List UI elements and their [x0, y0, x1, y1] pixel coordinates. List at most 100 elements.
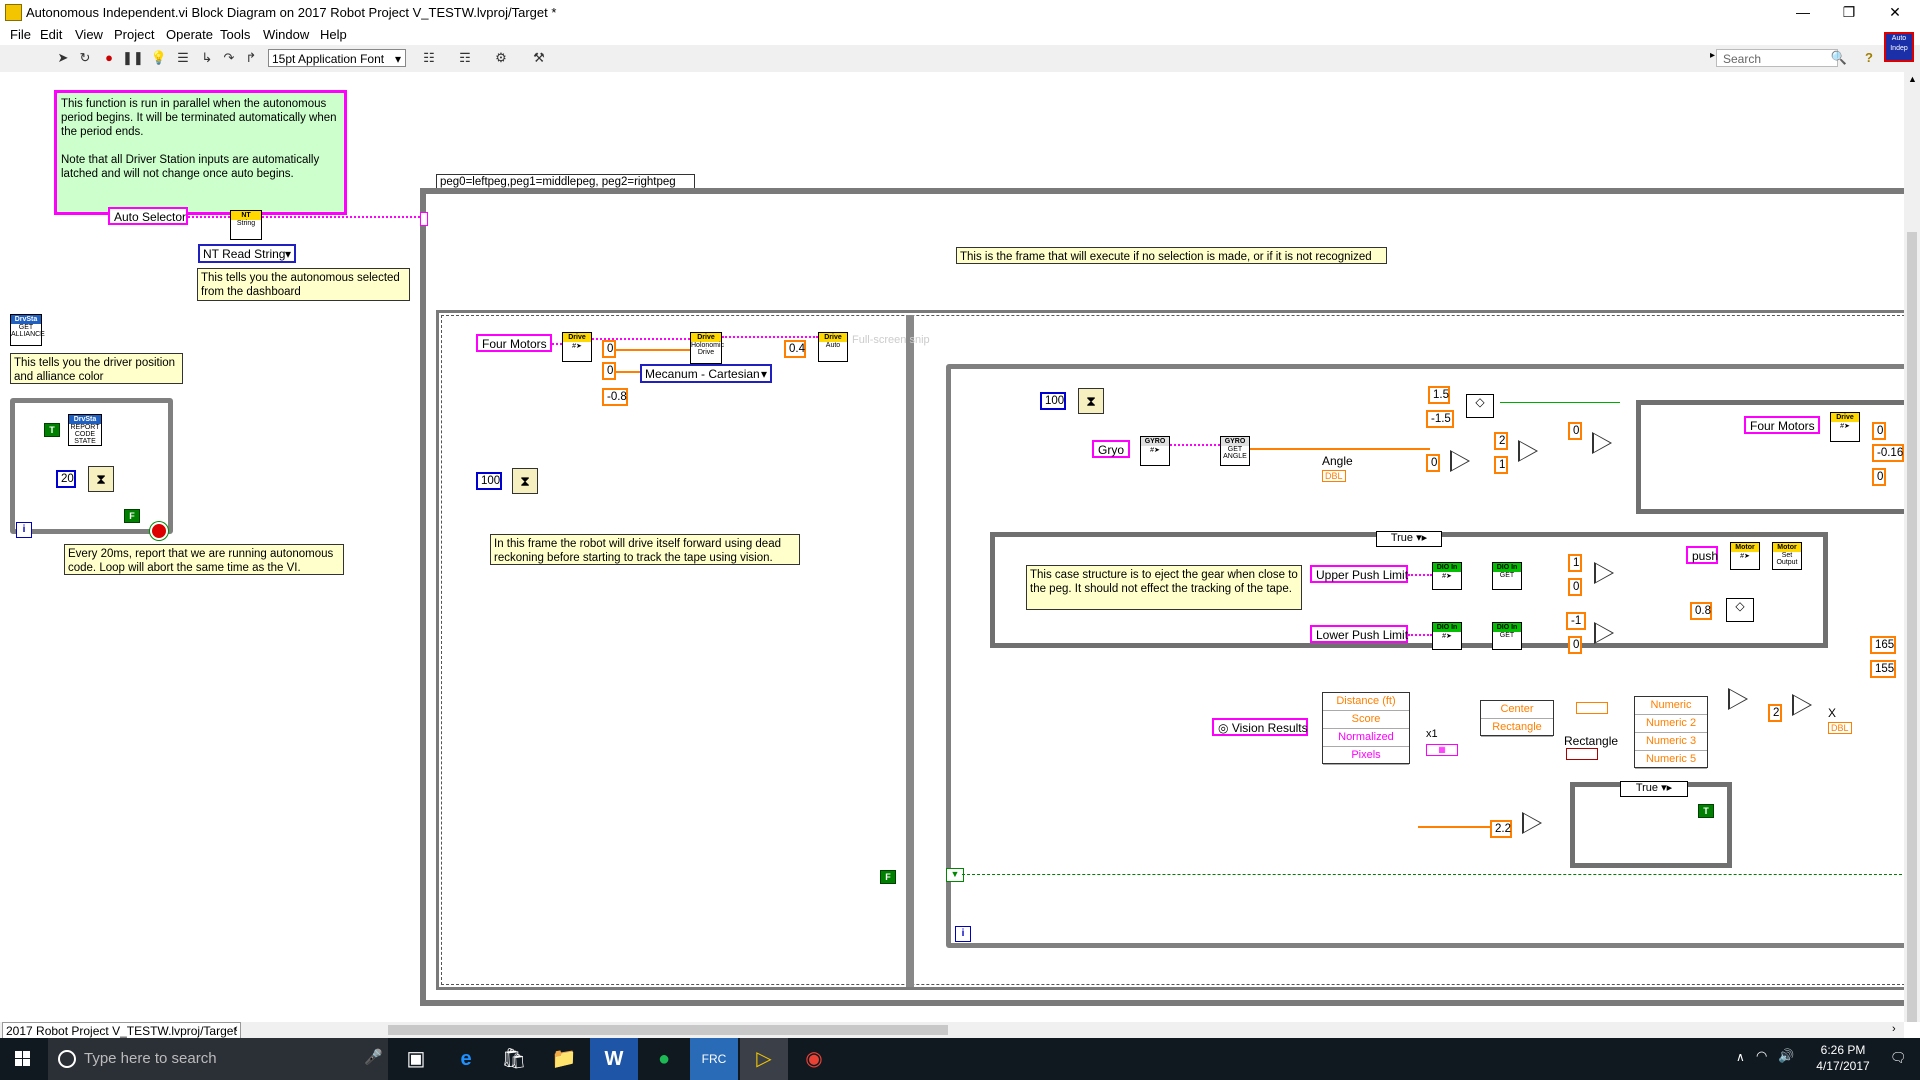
- horizontal-scroll-thumb[interactable]: [388, 1025, 948, 1035]
- menu-tools[interactable]: Tools: [220, 27, 251, 42]
- wait-constant[interactable]: 100: [1040, 392, 1066, 410]
- step-into-icon[interactable]: ↳: [201, 50, 213, 65]
- vision-results-control[interactable]: ◎ Vision Results: [1212, 718, 1308, 736]
- constant-one[interactable]: 1: [1568, 554, 1582, 572]
- drive-case-structure[interactable]: [1636, 400, 1904, 514]
- tray-chevron-icon[interactable]: ∧: [1736, 1050, 1745, 1064]
- case-selector[interactable]: True ▾▸: [1376, 531, 1442, 547]
- loop-wait-constant[interactable]: 20: [56, 470, 76, 488]
- menu-window[interactable]: Window: [263, 27, 310, 42]
- pause-icon[interactable]: ❚❚: [122, 50, 144, 65]
- start-button[interactable]: [0, 1038, 46, 1080]
- menu-operate[interactable]: Operate: [166, 27, 213, 42]
- edge-icon[interactable]: e: [460, 1048, 472, 1070]
- in-range-coerce-icon[interactable]: ◇: [1726, 598, 1754, 622]
- vertical-scroll-thumb[interactable]: [1907, 232, 1917, 1022]
- constant-two[interactable]: 2: [1768, 704, 1782, 722]
- lower-push-limit-control[interactable]: Lower Push Limit: [1310, 625, 1408, 643]
- reorder-icon[interactable]: ⚙: [495, 50, 507, 65]
- false-constant[interactable]: F: [124, 509, 140, 523]
- mecanum-ring[interactable]: Mecanum - Cartesian▾: [640, 364, 772, 383]
- constant-zero[interactable]: 0: [1872, 422, 1886, 440]
- constant-1-5[interactable]: 1.5: [1428, 386, 1450, 404]
- nt-read-string-ring[interactable]: NT Read String▾: [198, 244, 296, 263]
- select-icon[interactable]: [1594, 562, 1614, 584]
- minimize-button[interactable]: —: [1796, 4, 1810, 20]
- microphone-icon[interactable]: 🎤: [364, 1049, 383, 1066]
- wait-constant[interactable]: 100: [476, 472, 502, 490]
- four-motors-control[interactable]: Four Motors: [476, 334, 552, 352]
- unbundle-center-rect[interactable]: Center Rectangle: [1480, 700, 1554, 737]
- constant-neg-one[interactable]: -1: [1566, 612, 1586, 630]
- push-control[interactable]: push: [1686, 546, 1718, 564]
- four-motors-control[interactable]: Four Motors: [1744, 416, 1820, 434]
- constant-zero[interactable]: 0: [602, 362, 616, 380]
- constant-2-2[interactable]: 2.2: [1490, 820, 1512, 838]
- select-icon[interactable]: [1594, 622, 1614, 644]
- search-expand-icon[interactable]: ▸: [1710, 50, 1716, 61]
- add-icon[interactable]: [1728, 688, 1748, 710]
- action-center-icon[interactable]: 🗨: [1890, 1050, 1907, 1065]
- taskbar-clock[interactable]: 6:26 PM 4/17/2017: [1798, 1042, 1888, 1074]
- constant-neg-0-16[interactable]: -0.16: [1872, 444, 1904, 462]
- wait-ms-icon[interactable]: ⧗: [1078, 388, 1104, 414]
- scroll-up-icon[interactable]: ▲: [1908, 74, 1917, 84]
- menu-project[interactable]: Project: [114, 27, 155, 42]
- help-icon[interactable]: ?: [1865, 50, 1873, 65]
- less-than-icon[interactable]: [1522, 812, 1542, 834]
- step-over-icon[interactable]: ↷: [223, 50, 235, 65]
- constant-0-8[interactable]: 0.8: [1690, 602, 1712, 620]
- highlight-execution-icon[interactable]: 💡: [150, 50, 168, 65]
- chrome-icon[interactable]: ◉: [805, 1048, 823, 1070]
- upper-push-limit-control[interactable]: Upper Push Limit: [1310, 565, 1408, 583]
- constant-neg-1-5[interactable]: -1.5: [1426, 410, 1454, 428]
- horizontal-scrollbar[interactable]: 2017 Robot Project V_TESTW.lvproj/Target…: [0, 1022, 1904, 1040]
- file-explorer-icon[interactable]: 📁: [551, 1048, 577, 1070]
- menu-edit[interactable]: Edit: [40, 27, 63, 42]
- font-selector[interactable]: 15pt Application Font▾: [268, 49, 406, 67]
- constant-zero[interactable]: 0: [1568, 636, 1582, 654]
- select-icon[interactable]: [1592, 432, 1612, 454]
- in-range-coerce-icon[interactable]: ◇: [1466, 394, 1494, 418]
- vi-icon[interactable]: Auto Indep: [1884, 32, 1914, 62]
- close-button[interactable]: ✕: [1889, 4, 1901, 20]
- constant-zero[interactable]: 0: [1568, 578, 1582, 596]
- wait-ms-icon[interactable]: ⧗: [88, 466, 114, 492]
- constant-zero[interactable]: 0: [602, 340, 616, 358]
- search-icon[interactable]: 🔍: [1830, 50, 1848, 65]
- frc-driver-station-icon[interactable]: FRC: [690, 1038, 738, 1080]
- drive-open-vi[interactable]: Drive#➤: [1830, 412, 1860, 442]
- constant-two[interactable]: 2: [1494, 432, 1508, 450]
- unbundle-by-name[interactable]: Distance (ft) Score Normalized Pixels: [1322, 692, 1410, 765]
- abort-icon[interactable]: ●: [105, 50, 113, 65]
- constant-04[interactable]: 0.4: [784, 340, 806, 358]
- run-arrow-icon[interactable]: ➤: [57, 50, 69, 65]
- constant-one[interactable]: 1: [1494, 456, 1508, 474]
- volume-icon[interactable]: 🔊: [1778, 1048, 1795, 1063]
- word-icon[interactable]: W: [590, 1038, 638, 1080]
- dio-open-vi[interactable]: DIO In#➤: [1432, 562, 1462, 590]
- search-input[interactable]: Search: [1716, 49, 1838, 67]
- gyro-control[interactable]: Gryo: [1092, 440, 1130, 458]
- run-continuously-icon[interactable]: ↻: [79, 50, 91, 65]
- drive-open-vi[interactable]: Drive#➤: [562, 332, 592, 362]
- menu-view[interactable]: View: [75, 27, 103, 42]
- false-constant[interactable]: F: [880, 870, 896, 884]
- menu-help[interactable]: Help: [320, 27, 347, 42]
- wifi-icon[interactable]: ◠: [1756, 1048, 1768, 1063]
- vertical-scrollbar[interactable]: ▲: [1904, 72, 1920, 1022]
- align-objects-icon[interactable]: ☷: [423, 50, 435, 65]
- case-structure[interactable]: [420, 188, 1904, 1006]
- step-out-icon[interactable]: ↱: [245, 50, 257, 65]
- retain-wire-values-icon[interactable]: ☰: [177, 50, 189, 65]
- spotify-icon[interactable]: ●: [657, 1048, 671, 1070]
- distribute-objects-icon[interactable]: ☶: [459, 50, 471, 65]
- gyro-open-vi[interactable]: GYRO#➤: [1140, 436, 1170, 466]
- scroll-right-icon[interactable]: ›: [1892, 1023, 1896, 1035]
- constant-zero[interactable]: 0: [1426, 454, 1440, 472]
